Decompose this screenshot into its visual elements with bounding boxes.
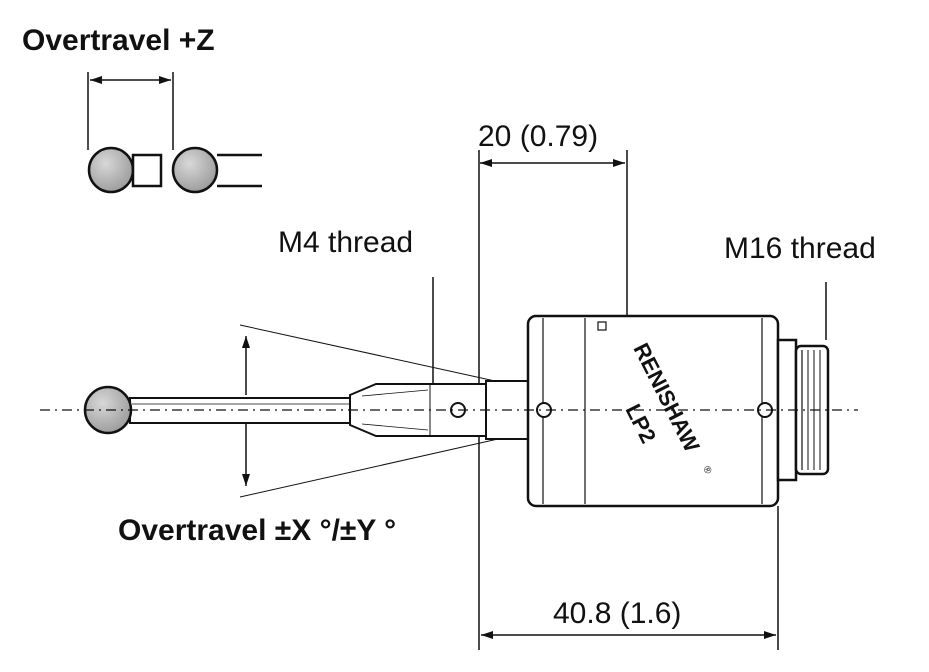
m4-thread-label: M4 thread xyxy=(278,226,413,259)
m4-thread-callout: M4 thread xyxy=(278,226,434,384)
overtravel-z-inset: Overtravel +Z xyxy=(22,24,262,194)
m16-thread-label: M16 thread xyxy=(724,232,876,265)
lp2-probe-body: RENISHAW LP2 ® xyxy=(526,314,780,508)
adaptor-taper-hatch-1 xyxy=(361,389,429,397)
stylus-stem-stub-2 xyxy=(217,153,262,188)
body-marking-square xyxy=(597,321,607,331)
m16-thread-callout: M16 thread xyxy=(724,232,876,340)
dim-40-label: 40.8 (1.6) xyxy=(553,597,681,630)
adaptor-taper-hatch-2 xyxy=(361,423,429,431)
stylus-stem-stub-1 xyxy=(131,153,163,188)
dimension-20: 20 (0.79) xyxy=(478,120,628,410)
stylus-ball-retracted xyxy=(87,146,135,194)
dimension-40-8: 40.8 (1.6) xyxy=(481,506,779,650)
dim-20-label: 20 (0.79) xyxy=(478,120,598,153)
overtravel-z-label: Overtravel +Z xyxy=(22,24,215,57)
stylus-ball-extended xyxy=(171,146,219,194)
overtravel-xy-label: Overtravel ±X °/±Y ° xyxy=(118,514,396,547)
